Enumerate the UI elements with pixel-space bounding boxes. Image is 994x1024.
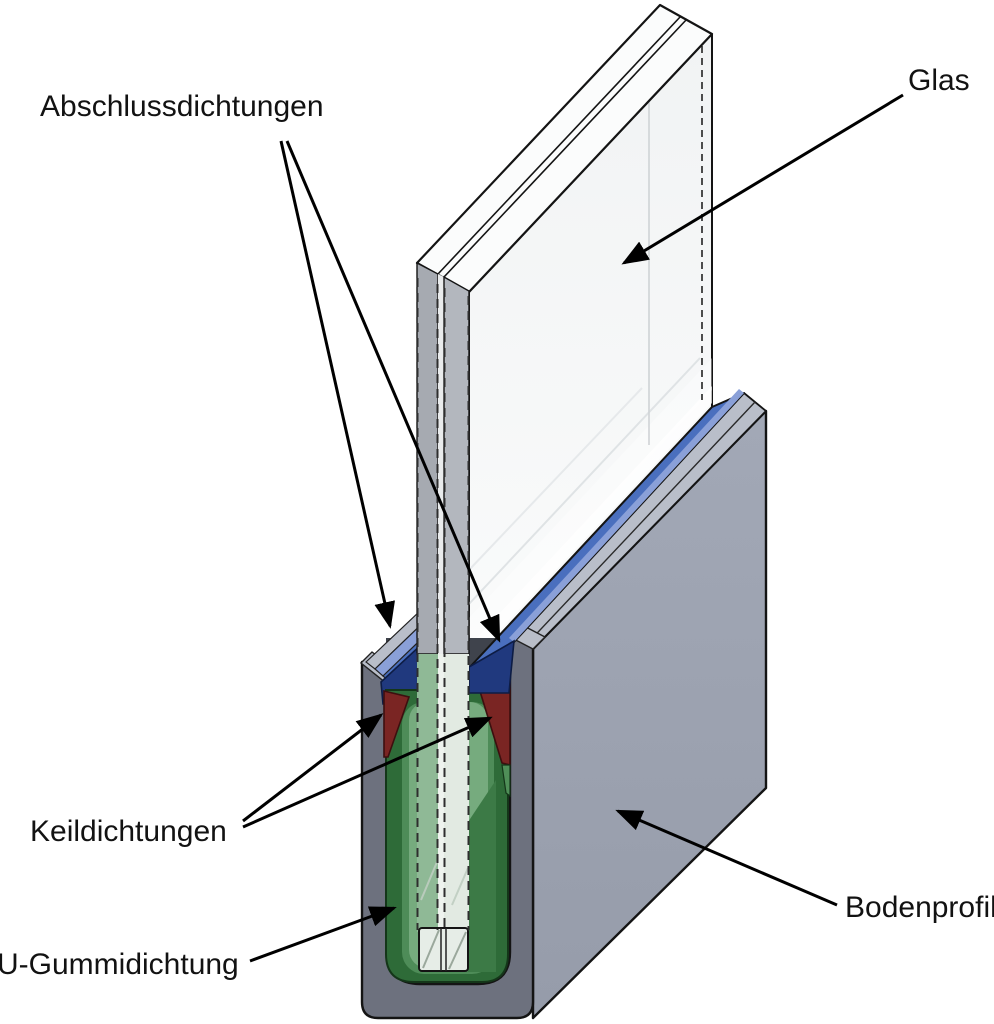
glass-top-pane-line-1 xyxy=(437,15,682,275)
leader-bodenprofil xyxy=(615,809,838,907)
glass-hatch-2 xyxy=(448,931,467,970)
wedge-seals xyxy=(383,681,511,798)
glass-edge-front-upper xyxy=(443,275,470,655)
glass-reflection-band-soft xyxy=(469,358,712,650)
right-seal-slope-highlight xyxy=(509,389,744,642)
glass-edge-gap-tinted xyxy=(438,654,444,932)
glass-edge-back-tinted xyxy=(417,654,438,932)
leader-keil-left xyxy=(242,713,384,823)
glass-bottom-section xyxy=(418,927,469,972)
green-wedge-below-right xyxy=(501,764,511,798)
leader-glas xyxy=(621,93,904,265)
label-glas: Glas xyxy=(908,64,970,97)
label-bodenprofil: Bodenprofil xyxy=(845,891,994,924)
label-keildichtungen: Keildichtungen xyxy=(30,815,227,848)
leader-abschluss-left xyxy=(279,140,395,629)
right-top-seal xyxy=(468,389,745,694)
wedge-seal-left xyxy=(383,689,411,758)
glass-top-pane-line-2 xyxy=(443,18,688,278)
leader-ugummi xyxy=(249,906,397,963)
label-abschlussdichtungen: Abschlussdichtungen xyxy=(40,90,324,123)
profile-rim-midline xyxy=(523,401,756,648)
glass-edge-gap-upper xyxy=(438,274,444,654)
glass-reflection-line-1 xyxy=(468,357,701,605)
rubber-seal-right-shade xyxy=(468,780,496,972)
glass-reflection-band xyxy=(469,386,712,663)
glass-edge-back-upper xyxy=(416,261,439,655)
glass-hatch-4 xyxy=(420,861,438,901)
leader-keil-right xyxy=(242,716,493,829)
glass-edge-strips xyxy=(416,261,470,972)
label-u-gummidichtung: U-Gummidichtung xyxy=(0,948,239,981)
glass-edge-front-tinted xyxy=(444,654,469,932)
glass-hatch-1 xyxy=(422,929,440,969)
glass-hatch-3 xyxy=(451,867,469,906)
annotations: Abschlussdichtungen Glas Keildichtungen … xyxy=(0,64,994,981)
leader-abschluss-right xyxy=(285,140,501,643)
glass-reflection-line-2 xyxy=(468,387,643,571)
glass-panel xyxy=(415,3,714,669)
